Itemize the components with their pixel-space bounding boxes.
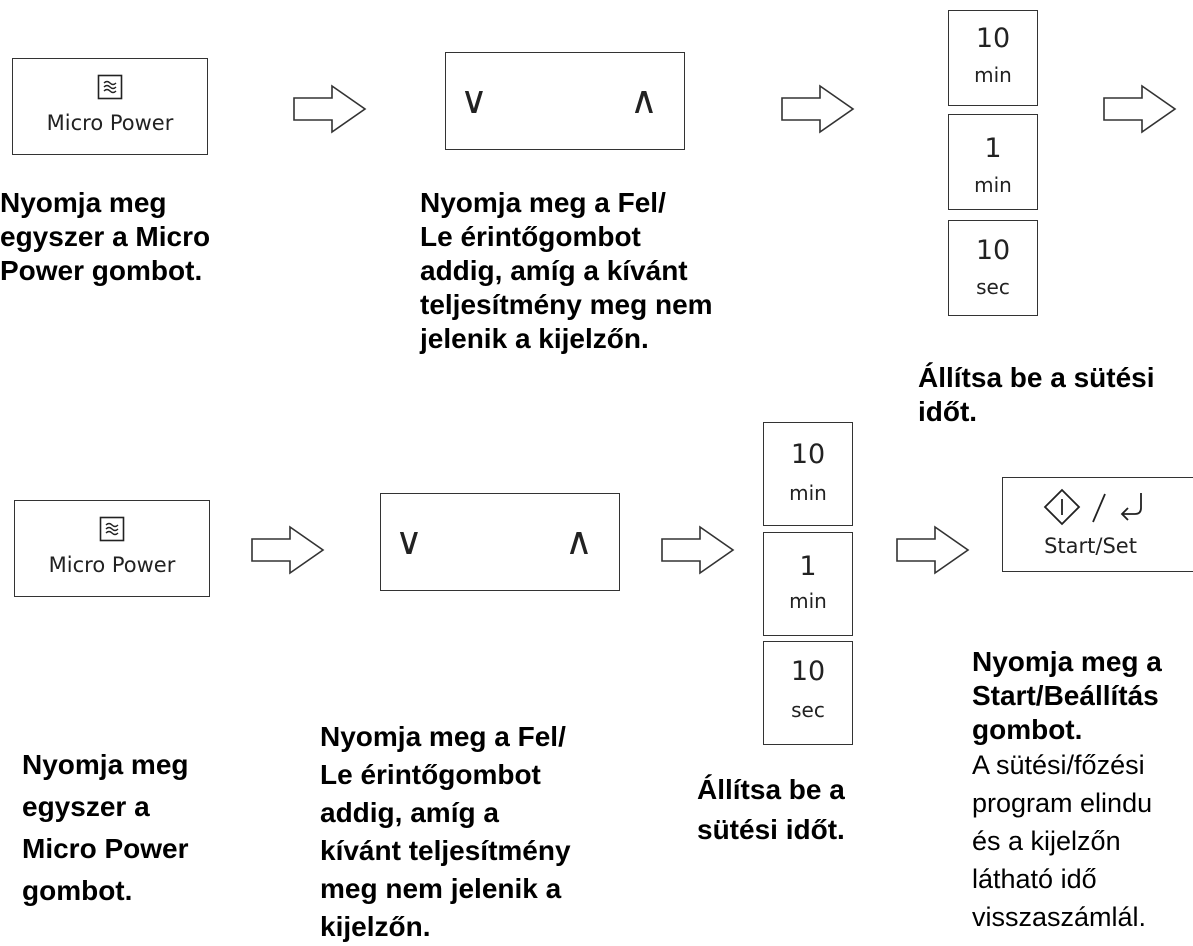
- ten-sec-unit: sec: [976, 275, 1010, 299]
- ten-min-unit: min: [789, 481, 827, 505]
- one-min-number: 1: [984, 133, 1002, 164]
- ten-sec-unit: sec: [791, 698, 825, 722]
- ten-min-button[interactable]: 10 min: [763, 422, 853, 526]
- up-down-button[interactable]: ∨ ∧: [380, 493, 620, 591]
- return-arrow-icon: [1120, 493, 1142, 521]
- row2-step1-caption: Nyomja meg egyszer a Micro Power gombot.: [22, 749, 189, 906]
- micro-power-label: Micro Power: [46, 111, 174, 135]
- ten-min-button[interactable]: 10 min: [948, 10, 1038, 106]
- one-min-number: 1: [799, 551, 817, 582]
- start-set-button[interactable]: Start/Set: [1002, 477, 1193, 572]
- ten-sec-number: 10: [790, 656, 826, 687]
- micro-power-button[interactable]: Micro Power: [14, 500, 210, 597]
- ten-min-number: 10: [790, 439, 826, 470]
- right-outline-arrow-icon: [781, 84, 855, 134]
- one-min-unit: min: [974, 173, 1012, 197]
- chevron-up-icon[interactable]: ∧: [630, 78, 658, 122]
- micro-power-label: Micro Power: [48, 553, 176, 577]
- micro-power-button[interactable]: Micro Power: [12, 58, 208, 155]
- start-set-label: Start/Set: [1044, 534, 1137, 558]
- one-min-unit: min: [789, 589, 827, 613]
- right-outline-arrow-icon: [293, 84, 367, 134]
- start-diamond-icon: [1043, 488, 1081, 526]
- one-min-button[interactable]: 1 min: [948, 114, 1038, 210]
- ten-sec-number: 10: [975, 235, 1011, 266]
- microwave-wave-icon: [99, 516, 125, 542]
- row2-step3-caption: Állítsa be a sütési időt.: [697, 774, 845, 845]
- row2-step4-description: A sütési/főzési program elindu és a kije…: [972, 750, 1153, 932]
- right-outline-arrow-icon: [1103, 84, 1177, 134]
- ten-sec-button[interactable]: 10 sec: [763, 641, 853, 745]
- chevron-down-icon[interactable]: ∨: [395, 519, 423, 563]
- row1-step3-caption: Állítsa be a sütési időt.: [918, 362, 1155, 427]
- right-outline-arrow-icon: [661, 525, 735, 575]
- chevron-down-icon[interactable]: ∨: [460, 78, 488, 122]
- ten-min-number: 10: [975, 23, 1011, 54]
- right-outline-arrow-icon: [896, 525, 970, 575]
- ten-sec-button[interactable]: 10 sec: [948, 220, 1038, 316]
- right-outline-arrow-icon: [251, 525, 325, 575]
- ten-min-unit: min: [974, 63, 1012, 87]
- row1-step2-caption: Nyomja meg a Fel/ Le érintőgombot addig,…: [420, 187, 713, 354]
- row2-step4-caption: Nyomja meg a Start/Beállítás gombot.: [972, 646, 1162, 745]
- one-min-button[interactable]: 1 min: [763, 532, 853, 636]
- slash-divider-icon: [1092, 493, 1106, 523]
- row1-step1-caption: Nyomja meg egyszer a Micro Power gombot.: [0, 187, 211, 286]
- row2-step2-caption: Nyomja meg a Fel/ Le érintőgombot addig,…: [320, 721, 571, 942]
- chevron-up-icon[interactable]: ∧: [565, 519, 593, 563]
- up-down-button[interactable]: ∨ ∧: [445, 52, 685, 150]
- microwave-wave-icon: [97, 74, 123, 100]
